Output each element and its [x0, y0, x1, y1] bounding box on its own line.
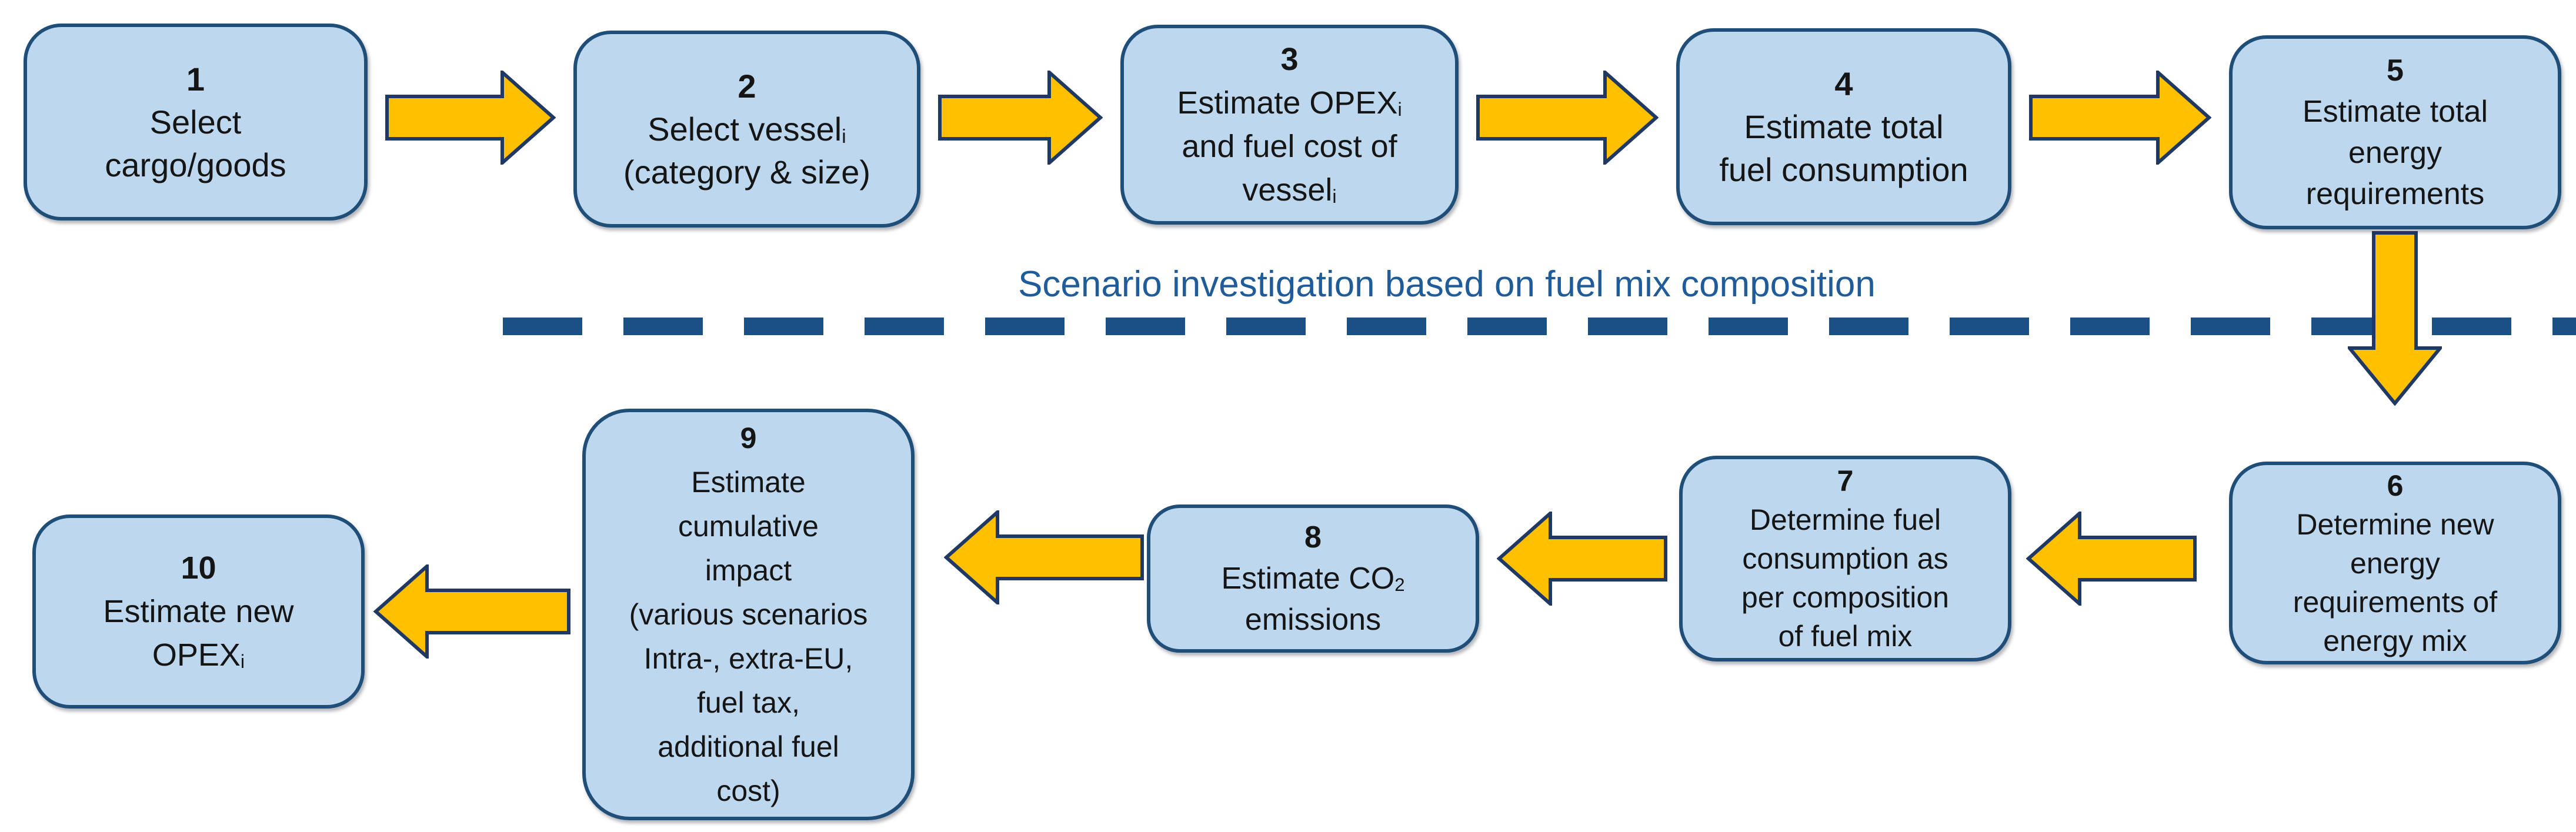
step-box-2: 2 Select vesseli(category & size) — [573, 31, 920, 228]
divider-title: Scenario investigation based on fuel mix… — [1018, 264, 1876, 305]
step-number: 10 — [181, 550, 216, 586]
step-number: 7 — [1837, 465, 1854, 497]
arrow-left-icon-9-10 — [373, 564, 570, 659]
step-number: 6 — [2387, 469, 2404, 502]
step-number: 2 — [738, 68, 756, 105]
step-number: 9 — [740, 421, 757, 455]
step-number: 4 — [1834, 65, 1853, 102]
arrow-left-icon-6-7 — [2026, 512, 2197, 606]
divider-dashed-line — [503, 318, 2576, 335]
arrow-right-icon-1-2 — [385, 71, 556, 165]
arrow-right-icon-2-3 — [938, 71, 1103, 165]
arrow-left-icon-8-9 — [944, 510, 1144, 604]
step-number: 8 — [1304, 520, 1322, 554]
arrow-left-icon-7-8 — [1497, 512, 1667, 606]
step-number: 3 — [1280, 42, 1299, 77]
step-number: 1 — [186, 61, 205, 98]
arrow-down-icon-5-6 — [2348, 231, 2442, 406]
step-number: 5 — [2387, 54, 2404, 88]
step-text: Select vesseli(category & size) — [623, 111, 871, 191]
arrow-right-icon-4-5 — [2029, 71, 2211, 165]
arrow-right-icon-3-4 — [1476, 71, 1659, 165]
